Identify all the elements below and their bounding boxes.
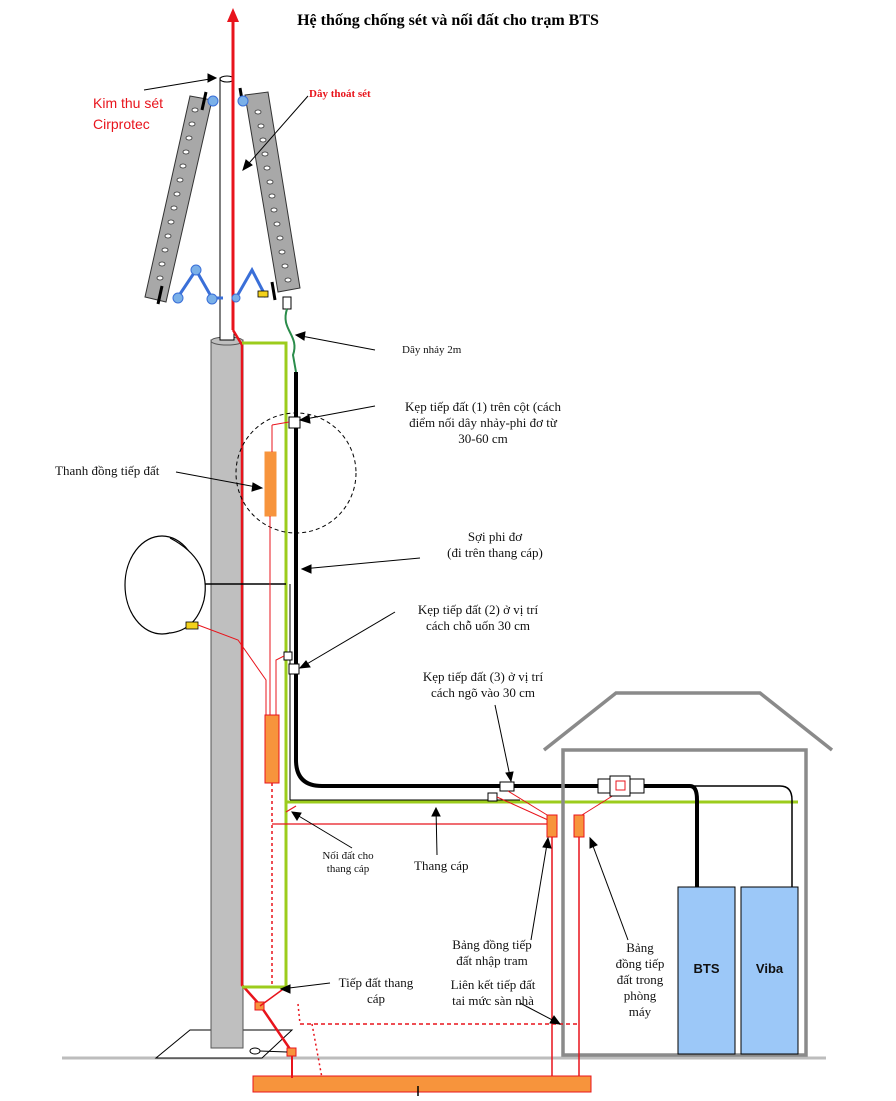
antenna-panel-right: [238, 87, 301, 301]
ground-copper-bar: [252, 1075, 592, 1093]
label-bang-dong-phong-line2: đồng tiếp: [615, 956, 665, 971]
label-day-nhay: Dây nhảy 2m: [402, 344, 462, 356]
label-bang-dong-phong-may: Bảng đồng tiếp đất trong phòng máy: [600, 940, 680, 1020]
copper-bar-upper: [264, 451, 277, 517]
label-day-thoat-set: Dây thoát sét: [309, 88, 371, 100]
label-kep-3-line2: cách ngõ vào 30 cm: [431, 685, 535, 700]
label-noi-dat-thang-cap: Nối đất cho thang cáp: [308, 850, 388, 876]
ladder-ground-clamp: [254, 1001, 265, 1011]
clamp-2: [283, 651, 293, 661]
label-kep-1-line2: điểm nối dây nhảy-phi đơ từ: [409, 415, 557, 430]
label-tiep-dat-thang-cap: Tiếp đất thang cáp: [326, 975, 426, 1007]
label-kim-thu-set: Kim thu sét Cirprotec: [93, 93, 163, 135]
label-bang-dong-phong-line5: máy: [628, 1004, 652, 1019]
label-lien-ket-line1: Liên kết tiếp đất: [450, 977, 536, 992]
clamp-ground-wire: [275, 655, 285, 715]
label-kep-3: Kẹp tiếp đất (3) ở vị trí cách ngõ vào 3…: [398, 669, 568, 701]
clamp-1: [288, 416, 301, 429]
label-soi-phi-do-line1: Sợi phi đơ: [467, 529, 523, 544]
label-bang-dong-nhap-line2: đất nhập tram: [456, 953, 528, 968]
ladder-ground-tie: [285, 805, 297, 813]
label-kep-3-line1: Kẹp tiếp đất (3) ở vị trí: [422, 669, 544, 684]
diagram-title: Hệ thống chống sét và nối đất cho trạm B…: [297, 12, 599, 29]
label-kep-1-line3: 30-60 cm: [458, 431, 508, 446]
down-conductor: [231, 329, 294, 1053]
bts-cabinet: [677, 886, 736, 1055]
entry-copper-bar: [546, 814, 558, 838]
label-kep-2-line1: Kẹp tiếp đất (2) ở vị trí: [417, 602, 539, 617]
panel-connector: [282, 296, 292, 310]
label-thanh-dong: Thanh đồng tiếp đất: [55, 463, 160, 478]
label-lien-ket: Liên kết tiếp đất tai mức sàn nhà: [428, 977, 558, 1009]
label-soi-phi-do-line2: (đi trên thang cáp): [447, 545, 543, 560]
clamp-3-small: [487, 792, 498, 802]
mast: [210, 339, 244, 1049]
copper-bar-lower: [264, 714, 280, 784]
microwave-dish: [124, 535, 206, 635]
antenna-panel-left: [144, 91, 213, 305]
label-bts: BTS: [693, 961, 720, 976]
label-viba: Viba: [755, 961, 784, 976]
jumper-cable: [284, 308, 297, 373]
label-tiep-dat-line1: Tiếp đất thang: [338, 975, 414, 990]
label-bang-dong-nhap: Bảng đồng tiếp đất nhập tram: [432, 937, 552, 969]
lightning-arrow-icon: [227, 8, 239, 22]
label-bang-dong-phong-line4: phòng: [623, 988, 657, 1003]
dotted-to-ground: [311, 1023, 323, 1079]
mast-ground-clamp: [286, 1047, 297, 1057]
label-soi-phi-do: Sợi phi đơ (đi trên thang cáp): [405, 529, 585, 561]
clamp-3: [499, 781, 515, 792]
label-kep-2-line2: cách chỗ uốn 30 cm: [426, 618, 530, 633]
room-copper-bar: [573, 814, 585, 838]
viba-cabinet: [740, 886, 799, 1055]
label-lien-ket-line2: tai mức sàn nhà: [452, 993, 534, 1008]
dish-ground-wire: [197, 624, 267, 715]
label-kep-2: Kẹp tiếp đất (2) ở vị trí cách chỗ uốn 3…: [393, 602, 563, 634]
base-bolt: [249, 1047, 261, 1055]
label-bang-dong-nhap-line1: Bảng đồng tiếp: [452, 937, 532, 952]
label-thang-cap: Thang cáp: [414, 858, 469, 873]
cable-ladder-vertical: [242, 341, 288, 989]
label-bang-dong-phong-line1: Bảng: [626, 940, 654, 955]
clamp-2b: [288, 663, 300, 675]
label-kim-thu-set-line1: Kim thu sét: [93, 95, 164, 111]
feeder-cable-viba-drop: [779, 785, 793, 888]
label-kep-1-line1: Kẹp tiếp đất (1) trên cột (cách: [405, 399, 561, 414]
label-tiep-dat-line2: cáp: [366, 991, 386, 1006]
label-noi-dat-line2: thang cáp: [326, 863, 370, 875]
antenna-mount: [172, 95, 268, 305]
label-kim-thu-set-line2: Cirprotec: [93, 116, 150, 132]
label-noi-dat-line1: Nối đất cho: [322, 850, 374, 862]
panel-connector-yellow: [257, 290, 269, 298]
detail-circle: [235, 412, 357, 534]
leader-lines: [143, 73, 629, 1025]
equipment-building: [542, 691, 834, 1057]
label-bang-dong-phong-line3: đất trong: [616, 972, 664, 987]
label-kep-1: Kẹp tiếp đất (1) trên cột (cách điểm nối…: [378, 399, 588, 447]
